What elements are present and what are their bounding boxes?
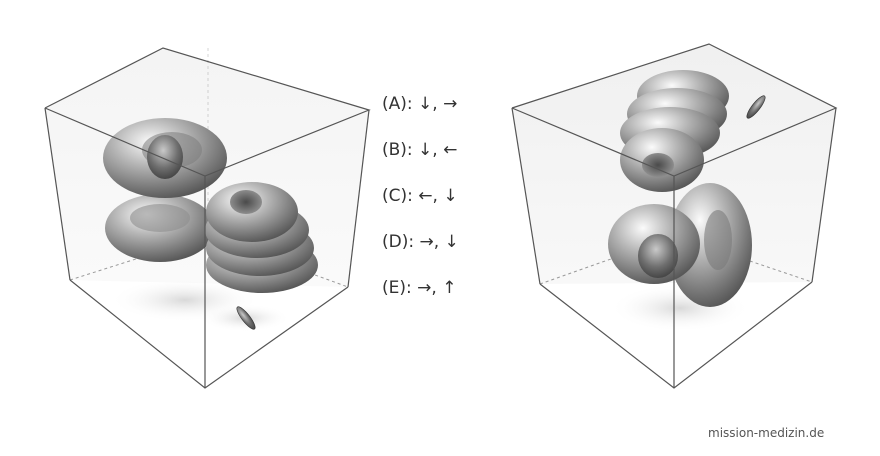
watermark: mission-medizin.de — [708, 426, 825, 440]
option-b[interactable]: (B): ↓, ← — [382, 140, 458, 160]
option-a[interactable]: (A): ↓, → — [382, 94, 458, 114]
option-e[interactable]: (E): →, ↑ — [382, 278, 457, 298]
left-torus-upper — [103, 118, 227, 198]
left-torus-lower — [105, 194, 215, 262]
option-d[interactable]: (D): →, ↓ — [382, 232, 459, 252]
right-cube-edges — [511, 43, 838, 389]
right-cube — [511, 43, 838, 389]
left-ring-stack — [205, 182, 318, 293]
right-torus-front — [608, 183, 752, 307]
answer-options: (A): ↓, → (B): ↓, ← (C): ←, ↓ (D): →, ↓ … — [382, 92, 459, 322]
right-ring-stack — [620, 70, 729, 192]
left-cube-edges — [44, 47, 371, 389]
right-small-disc — [746, 95, 766, 119]
left-cube — [44, 47, 371, 389]
left-small-disc — [236, 306, 256, 330]
option-c[interactable]: (C): ←, ↓ — [382, 186, 458, 206]
